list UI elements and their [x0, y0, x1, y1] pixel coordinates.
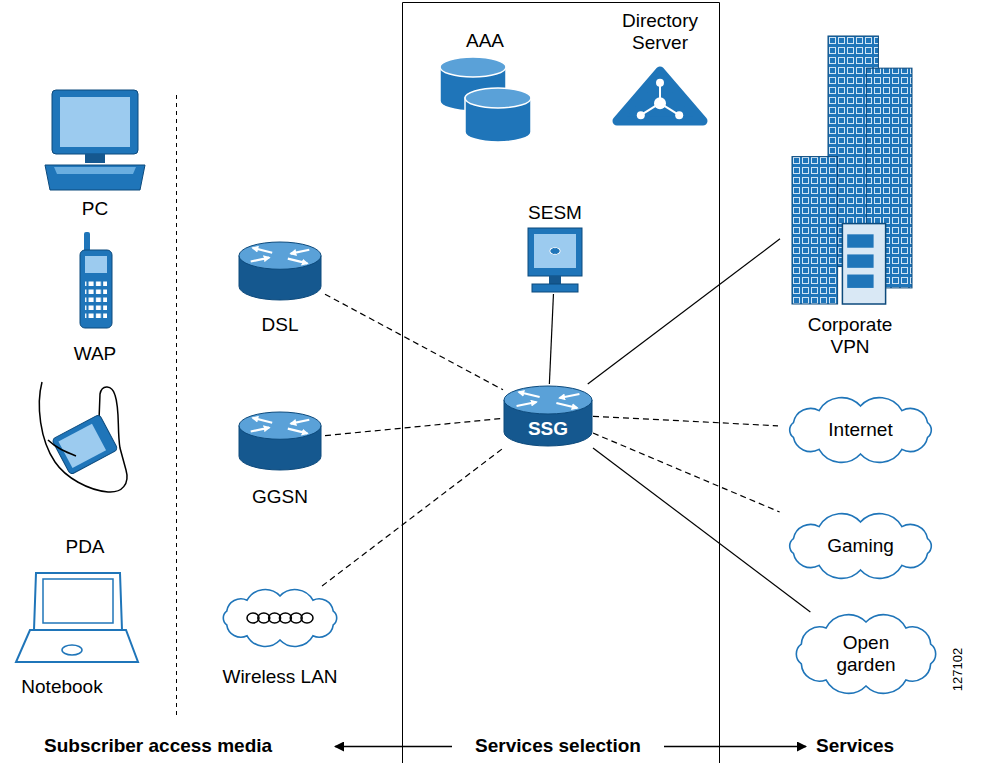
node-label: SSG: [528, 418, 568, 440]
cloud-outline: [223, 590, 336, 647]
database-top: [440, 57, 506, 77]
router-top: [239, 242, 321, 269]
axis-arrow-right: [664, 746, 806, 748]
dashed-link: [322, 448, 503, 586]
dashed-link: [325, 418, 503, 435]
router-arrow: [253, 418, 273, 423]
solid-link: [588, 239, 780, 384]
router-arrow: [560, 394, 580, 398]
router-arrow: [556, 403, 577, 408]
router-arrow: [288, 429, 308, 434]
router-arrow: [291, 250, 310, 254]
database-top: [465, 88, 531, 108]
directory-triangle: [617, 71, 703, 121]
cloud-outline: [550, 248, 560, 255]
cloud-node: Gaming: [778, 512, 943, 580]
notebook-touchpad: [62, 645, 82, 655]
device-label: PC: [82, 198, 108, 220]
cloud-node: Internet: [778, 396, 943, 464]
axis-label: Services: [812, 735, 898, 757]
axis-label: Services selection: [471, 735, 645, 757]
router-arrow: [288, 259, 308, 264]
router-arrow: [291, 420, 310, 424]
pc-neck: [85, 154, 105, 163]
node-label: SESM: [528, 202, 582, 224]
node-icon: [780, 36, 920, 358]
router-arrow: [251, 258, 270, 262]
router-top: [239, 412, 321, 439]
cloud-outline: [796, 615, 935, 694]
router-arrow: [251, 428, 270, 432]
cloud-node: Wireless LAN: [200, 586, 360, 688]
monitor-neck: [549, 276, 561, 284]
directory-dot: [675, 111, 683, 119]
server-box: [842, 224, 885, 304]
separator-line: [176, 95, 177, 718]
phone-body: [80, 250, 112, 328]
router-arrow: [519, 392, 540, 397]
pc-screen: [60, 97, 130, 147]
services-selection-frame: [403, 3, 720, 763]
router-arrow: [517, 402, 537, 406]
axis-label: Subscriber access media: [40, 735, 276, 757]
monitor-screen: [534, 234, 576, 268]
router-node: DSL: [235, 238, 325, 336]
tower: [792, 157, 838, 304]
router-top: [504, 386, 592, 414]
server-slot: [847, 254, 873, 267]
figure-number: 127102: [951, 648, 966, 691]
phone-screen: [85, 256, 107, 273]
router-node: GGSN: [235, 408, 325, 508]
device-label: WAP: [74, 343, 117, 365]
directory-hub: [654, 97, 666, 109]
hand-thumb: [48, 440, 76, 456]
server-node: SESM: [515, 202, 595, 294]
node-label: Gaming: [827, 535, 894, 557]
node-label: AAA: [466, 30, 504, 52]
notebook-lid: [34, 573, 122, 630]
axis-arrow-left: [335, 746, 452, 748]
node-label: Corporate VPN: [795, 314, 905, 358]
gateway-router: SSG: [503, 384, 593, 448]
pda-body: [52, 414, 118, 475]
dashed-link: [325, 294, 503, 390]
router-arrow: [253, 248, 273, 253]
directory-dot: [656, 79, 664, 87]
solid-link: [593, 448, 810, 612]
pc-monitor: [52, 90, 138, 154]
building-node: Corporate VPN: [780, 36, 920, 358]
pda-screen: [58, 424, 106, 468]
database-node: AAA: [425, 30, 545, 148]
node-label: GGSN: [252, 486, 308, 508]
coil-loop: [301, 613, 313, 623]
notebook-base: [16, 630, 138, 662]
phone-keypad: [85, 278, 107, 320]
cloud-node: Open garden: [786, 612, 946, 696]
node-label: Internet: [828, 419, 892, 441]
solid-link: [549, 294, 553, 384]
monitor-case: [528, 228, 582, 276]
directory-dot: [637, 111, 645, 119]
dashed-link: [593, 416, 778, 425]
notebook-screen: [43, 579, 113, 623]
node-label: Wireless LAN: [222, 666, 337, 688]
hand-outline: [39, 382, 127, 492]
device-label: Notebook: [21, 676, 102, 698]
monitor-base: [532, 284, 578, 292]
cloud-outline: [790, 514, 932, 579]
node-label: DSL: [262, 314, 299, 336]
server-slot: [847, 234, 873, 247]
pc-base-top: [54, 167, 136, 174]
directory-node: Directory Server: [600, 10, 720, 130]
server-slot: [847, 275, 873, 288]
pc-base: [45, 165, 145, 190]
device-label: PDA: [65, 536, 104, 558]
cloud-outline: [790, 398, 932, 463]
node-label: Directory Server: [605, 10, 715, 54]
dashed-link: [593, 433, 780, 512]
node-label: Open garden: [826, 632, 906, 676]
